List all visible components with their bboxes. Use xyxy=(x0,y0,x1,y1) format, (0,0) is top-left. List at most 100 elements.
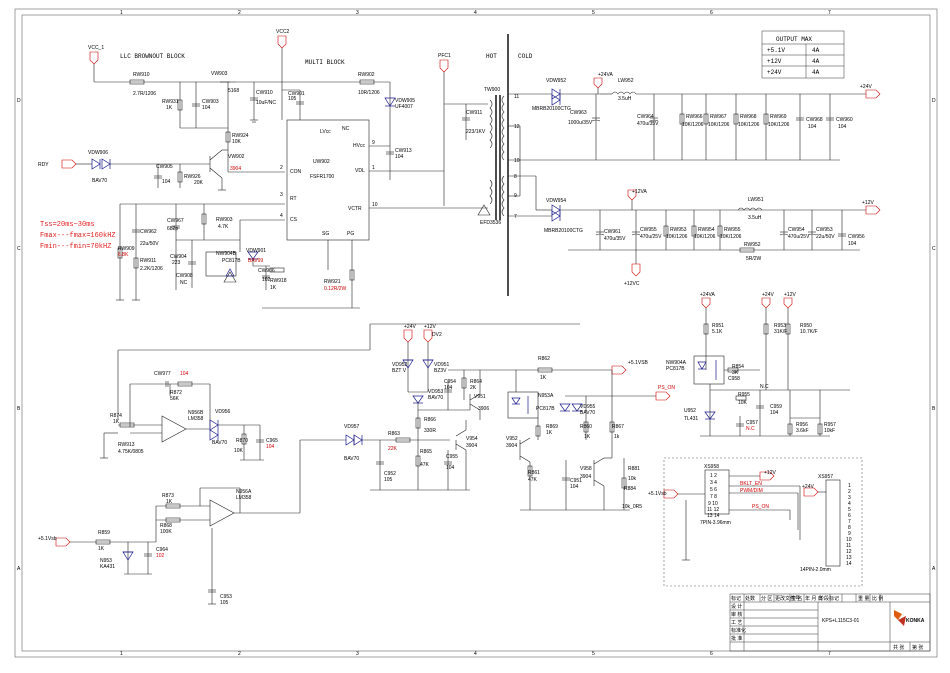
net-p51vsb-c: +5.1Vsb xyxy=(648,491,667,497)
vd953-value: BAV70 xyxy=(428,395,443,401)
rw909: RW909 xyxy=(118,246,135,252)
v954-value: 3904 xyxy=(466,443,477,449)
vw903: VW903 xyxy=(211,71,228,77)
rw926-value: 20K xyxy=(194,180,204,186)
cw954-value: 470u/25V xyxy=(788,234,810,240)
svg-text:11 12: 11 12 xyxy=(707,507,719,513)
page-border xyxy=(14,8,938,658)
block-hot: HOT xyxy=(486,53,497,60)
cw904: CW904 xyxy=(170,254,187,260)
r854-value: 3K xyxy=(732,370,739,376)
rw968-value: 10K/1206 xyxy=(738,122,760,128)
svg-text:6: 6 xyxy=(848,513,851,519)
pin-vctr: VCTR xyxy=(348,206,362,212)
v952-value: 3904 xyxy=(506,443,517,449)
cw913-value: 104 xyxy=(395,154,404,160)
r874-value: 1K xyxy=(113,419,120,425)
pin-lvcc: LVcc xyxy=(320,129,331,135)
svg-text:10: 10 xyxy=(846,537,852,543)
uw902: UW902 xyxy=(313,159,330,165)
vdw905: VDW905 xyxy=(395,98,415,104)
r866: R866 xyxy=(424,417,436,423)
pin-1: 1 xyxy=(372,165,375,171)
r868: R868 xyxy=(160,523,172,529)
svg-text:3: 3 xyxy=(848,495,851,501)
rw968: RW968 xyxy=(740,114,757,120)
r869: R869 xyxy=(546,424,558,430)
cw905-value: 104 xyxy=(162,179,171,185)
cw955: CW955 xyxy=(640,227,657,233)
r859: R859 xyxy=(98,530,110,536)
grid-side-c-r: C xyxy=(932,246,936,252)
cw968: CW968 xyxy=(806,117,823,123)
n953-value: KA431 xyxy=(100,564,115,570)
v952: V952 xyxy=(506,436,518,442)
ka431-ref: +5.1Vsb R859 1K N953 KA431 C964 102 xyxy=(38,506,168,575)
grid-top-7: 7 xyxy=(828,10,831,16)
r956: R956 xyxy=(796,422,808,428)
r863-value: 22K xyxy=(388,446,398,452)
r955-value: 10K xyxy=(738,400,748,406)
cw910: CW910 xyxy=(256,90,273,96)
svg-text:7: 7 xyxy=(848,519,851,525)
svg-text:11: 11 xyxy=(514,94,519,100)
net-ps-on2: PS_ON xyxy=(752,504,769,510)
r872-value: 56K xyxy=(170,396,180,402)
r862-value: 1K xyxy=(540,375,547,381)
cw961-value: 470u/35V xyxy=(604,236,626,242)
svg-text:5 6: 5 6 xyxy=(710,487,717,493)
pin-vdl: VDL xyxy=(355,168,365,174)
rw931: RW931 xyxy=(162,99,179,105)
grid-side-c: C xyxy=(17,246,21,252)
grid-top-1: 1 xyxy=(120,10,123,16)
llc-brownout-circuit: VCC_1 RW910 2.7R/1206 VW903 5168 VCC2 RW… xyxy=(88,29,451,206)
output-row-3-current: 4A xyxy=(812,69,820,76)
u952-value: TL431 xyxy=(684,416,698,422)
net-vcc2: VCC2 xyxy=(276,29,290,35)
n953a: N953A xyxy=(538,393,554,399)
tb-stage: 阶段标记 xyxy=(819,595,839,602)
tb-weight: 重 量 xyxy=(858,595,869,602)
svg-text:14: 14 xyxy=(846,561,852,567)
tb-date: 年 月 日 xyxy=(805,595,823,602)
c952: C952 xyxy=(384,471,396,477)
vdw906: VDW906 xyxy=(88,150,108,156)
net-ps-on: PS_ON xyxy=(658,385,675,391)
r872: R872 xyxy=(170,390,182,396)
grid-bot-1: 1 xyxy=(120,651,123,657)
tb-sheet: 第 张 xyxy=(912,644,923,651)
grid-bot-5: 5 xyxy=(592,651,595,657)
rw966: RW966 xyxy=(686,114,703,120)
output-row-1-net: +5.1V xyxy=(767,47,785,54)
c954: C954 xyxy=(444,379,456,385)
c954-value: 104 xyxy=(444,385,453,391)
svg-text:12: 12 xyxy=(846,549,852,555)
vd957: VD957 xyxy=(344,424,360,430)
cw901: CW901 xyxy=(288,91,305,97)
grid-side-b: B xyxy=(17,406,21,412)
uw902-ic: UW902 FSFR1700 LVcc NC HVcc CON RT CS SG… xyxy=(280,119,488,308)
r957: R957 xyxy=(824,422,836,428)
konka-logo: KONKA xyxy=(894,610,925,626)
v954: V954 xyxy=(466,436,478,442)
rw909-value: 6.8K xyxy=(118,252,129,258)
svg-text:+24V: +24V xyxy=(404,324,416,330)
n956a: N956A xyxy=(236,489,252,495)
tb-mark: 标记 xyxy=(731,595,741,602)
vd955-value: BAV70 xyxy=(580,410,595,416)
pin-cs: CS xyxy=(290,217,298,223)
svg-text:+24V: +24V xyxy=(802,484,814,490)
rw910-value: 2.7R/1206 xyxy=(133,91,156,97)
tb-drawing-no: KPS+L115C3-01 xyxy=(822,618,860,624)
rw969-value: 10K/1206 xyxy=(768,122,790,128)
cw963: CW963 xyxy=(570,110,587,116)
output-table-title: OUTPUT MAX xyxy=(776,36,812,43)
xs957: XS957 xyxy=(818,474,833,480)
company-name: KONKA xyxy=(906,618,925,624)
cw906-value: 102 xyxy=(262,277,271,283)
cw904-value: 223 xyxy=(172,260,181,266)
cw953: CW953 xyxy=(816,227,833,233)
vd951-value: BZ3V xyxy=(434,368,447,374)
cw908-value: NC xyxy=(180,280,188,286)
